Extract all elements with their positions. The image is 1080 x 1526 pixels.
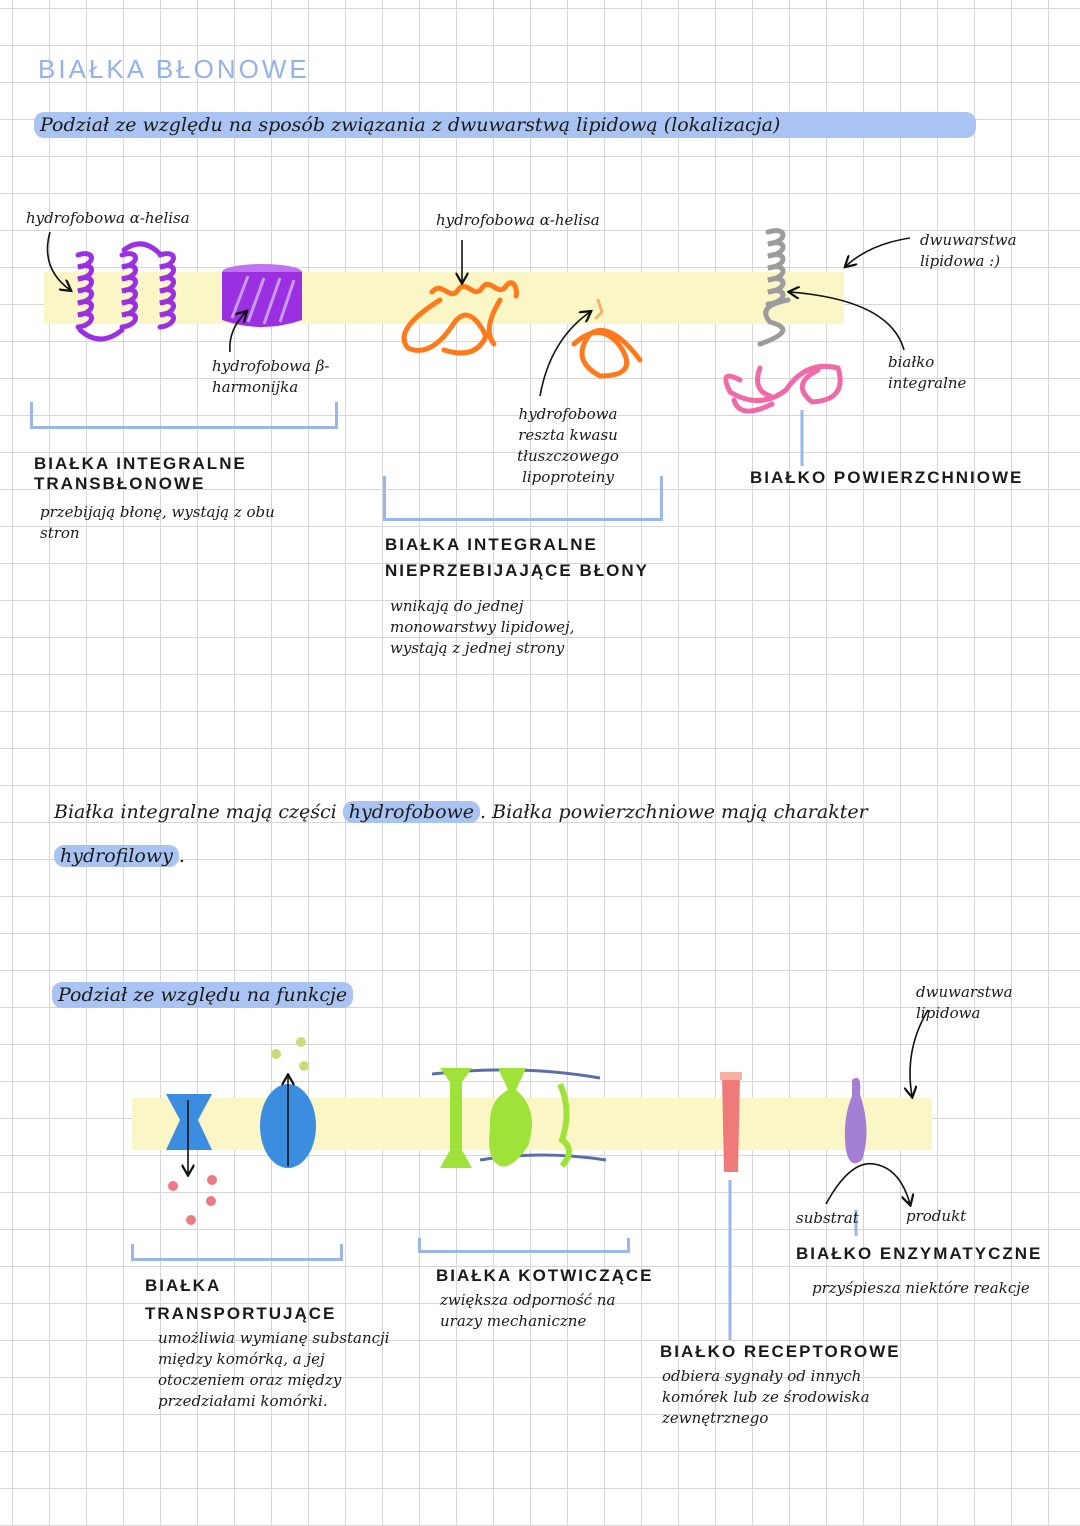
label-helix-1: hydrofobowa α-helisa	[26, 209, 190, 227]
group-transmembrane-title: BIAŁKA INTEGRALNE TRANSBŁONOWE	[34, 454, 247, 493]
alpha-helix-icon	[75, 241, 176, 342]
group-peripheral-title: BIAŁKO POWIERZCHNIOWE	[750, 468, 1024, 487]
bracket-transport	[131, 1244, 343, 1261]
page-title: BIAŁKA BŁONOWE	[38, 54, 310, 84]
note-highlight-hydrophilic: hydrofilowy	[54, 845, 179, 867]
group-nonpenetrating-desc: wnikają do jednej monowarstwy lipidowej,…	[390, 597, 575, 657]
enzyme-protein-icon	[825, 1009, 929, 1236]
label-integral-protein: białko integralne	[888, 353, 967, 392]
grey-helix-icon	[757, 228, 791, 347]
label-bilayer: dwuwarstwa lipidowa :)	[920, 231, 1017, 270]
pink-protein-icon	[723, 363, 843, 414]
label-substrate: substrat	[796, 1209, 859, 1227]
label-helix-2: hydrofobowa α-helisa	[436, 211, 600, 229]
section1-heading: Podział ze względu na sposób związania z…	[34, 112, 976, 138]
group-transport-title: BIAŁKA TRANSPORTUJĄCE	[145, 1276, 337, 1323]
anchoring-protein-icon	[431, 1068, 607, 1168]
group-transport-desc: umożliwia wymianę substancji między komó…	[158, 1329, 390, 1410]
group-nonpenetrating-title: BIAŁKA INTEGRALNE NIEPRZEBIJAJĄCE BŁONY	[385, 535, 649, 580]
carrier-protein-icon	[260, 1037, 316, 1168]
note-highlight-hydrophobic: hydrofobowe	[342, 801, 481, 823]
group-receptor-desc: odbiera sygnały od innych komórek lub ze…	[662, 1367, 870, 1427]
group-receptor-title: BIAŁKO RECEPTOROWE	[660, 1342, 901, 1361]
section2-heading: Podział ze względu na funkcje	[52, 982, 354, 1008]
receptor-protein-icon	[720, 1072, 742, 1340]
note-part-2: . Białka powierzchniowe mają charakter	[480, 801, 868, 823]
label-beta-sheet: hydrofobowa β-harmonijka	[212, 357, 330, 396]
group-enzyme-title: BIAŁKO ENZYMATYCZNE	[796, 1244, 1043, 1263]
note-part-1: Białka integralne mają części	[54, 801, 337, 823]
channel-protein-icon	[166, 1094, 217, 1225]
group-transmembrane-desc: przebijają błonę, wystają z obu stron	[40, 503, 275, 542]
orange-protein-icon	[401, 280, 643, 379]
note-part-3: .	[178, 845, 185, 867]
bracket-anchoring	[418, 1238, 630, 1253]
group-anchoring-title: BIAŁKA KOTWICZĄCE	[436, 1266, 654, 1285]
middle-note: Białka integralne mają części hydrofobow…	[54, 790, 984, 878]
label-product: produkt	[906, 1207, 967, 1225]
label-bilayer-2: dwuwarstwa lipidowa	[916, 983, 1013, 1022]
membrane-band-top	[44, 272, 844, 324]
bracket-nonpenetrating	[383, 476, 663, 521]
beta-barrel-icon	[222, 264, 302, 327]
group-enzyme-desc: przyśpiesza niektóre reakcje	[812, 1279, 1030, 1297]
label-fatty-acid: hydrofobowa reszta kwasu tłuszczowego li…	[517, 405, 619, 486]
group-anchoring-desc: zwiększa odporność na urazy mechaniczne	[440, 1291, 616, 1330]
bracket-transmembrane	[30, 402, 338, 429]
